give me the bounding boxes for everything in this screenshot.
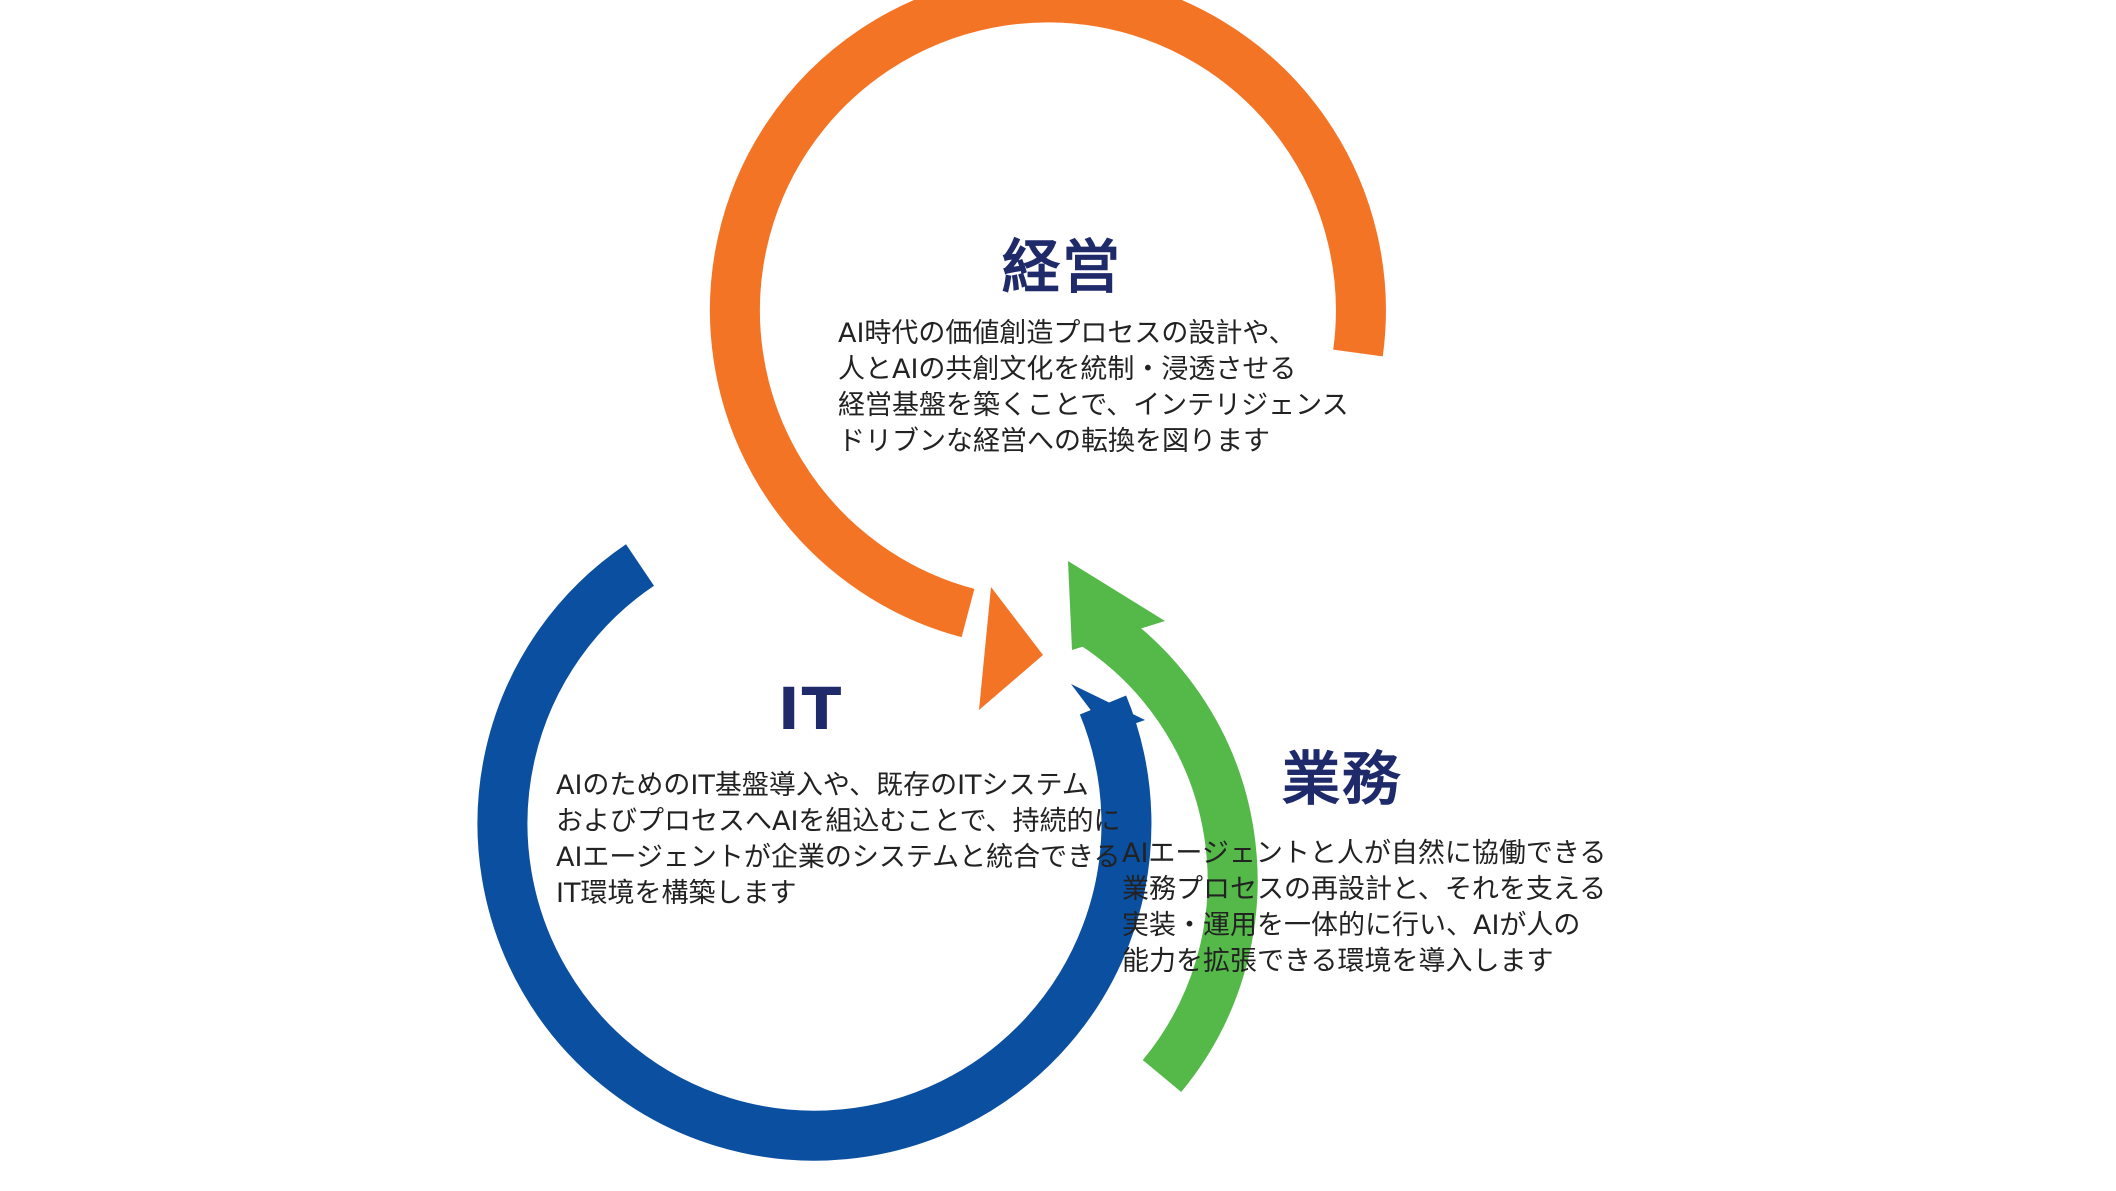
gyomu-title: 業務 (1282, 745, 1403, 813)
keiei-line: 人とAIの共創文化を統制・浸透させる (838, 354, 1297, 385)
gyomu-arrowhead (1068, 561, 1165, 650)
it-line: およびプロセスへAIを組込むことで、持続的に (556, 806, 1121, 837)
keiei-line: ドリブンな経営への転換を図ります (838, 426, 1270, 457)
gyomu-line: 業務プロセスの再設計と、それを支える (1122, 874, 1607, 905)
it-title: IT (778, 675, 844, 743)
it-description: AIのためのIT基盤導入や、既存のITシステム およびプロセスへAIを組込むこと… (556, 768, 1121, 912)
keiei-line: AI時代の価値創造プロセスの設計や、 (838, 318, 1296, 349)
it-line: AIエージェントが企業のシステムと統合できる (556, 842, 1121, 873)
gyomu-line: AIエージェントと人が自然に協働できる (1122, 838, 1607, 869)
keiei-arc (709, 0, 1386, 638)
it-arc (477, 544, 1152, 1161)
keiei-arrowhead (979, 587, 1043, 710)
it-line: IT環境を構築します (556, 878, 797, 909)
it-arrowhead (1071, 684, 1145, 733)
keiei-description: AI時代の価値創造プロセスの設計や、 人とAIの共創文化を統制・浸透させる 経営… (838, 316, 1349, 460)
gyomu-line: 能力を拡張できる環境を導入します (1122, 946, 1554, 977)
keiei-line: 経営基盤を築くことで、インテリジェンス (838, 390, 1349, 421)
gyomu-line: 実装・運用を一体的に行い、AIが人の (1122, 910, 1581, 941)
gyomu-arc (1078, 601, 1258, 1092)
gyomu-description: AIエージェントと人が自然に協働できる 業務プロセスの再設計と、それを支える 実… (1122, 836, 1606, 980)
it-line: AIのためのIT基盤導入や、既存のITシステム (556, 770, 1089, 801)
keiei-title: 経営 (1002, 233, 1123, 301)
